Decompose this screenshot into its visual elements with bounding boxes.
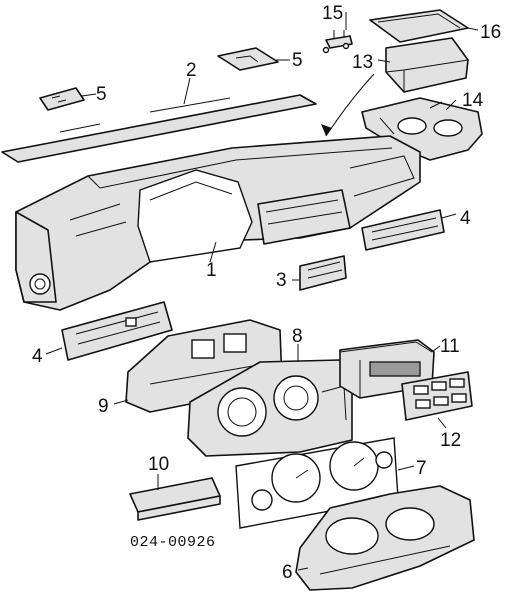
callout-4-right: 4 (460, 208, 471, 229)
callout-4-left: 4 (32, 346, 43, 367)
callout-10: 10 (148, 454, 169, 475)
callout-12: 12 (440, 430, 461, 451)
callout-7: 7 (416, 458, 427, 479)
callout-6: 6 (282, 562, 293, 583)
callout-5-left: 5 (96, 84, 107, 105)
callout-3: 3 (276, 270, 287, 291)
part-14-console-bezel (361, 97, 483, 161)
part-4-right-vent (361, 209, 445, 251)
callout-5-right: 5 (292, 50, 303, 71)
part-10-block (129, 477, 221, 521)
part-2-dash-top-panel (1, 94, 317, 163)
part-5-left-vent (39, 87, 85, 111)
callout-13: 13 (352, 52, 373, 73)
drawing-code: 024-00926 (130, 534, 216, 551)
part-15-bracket (322, 30, 353, 54)
callout-14: 14 (462, 90, 484, 111)
callout-16: 16 (480, 22, 501, 43)
part-16-cover (369, 9, 469, 43)
callout-15: 15 (322, 3, 343, 24)
callout-2: 2 (186, 60, 197, 81)
part-8-gauge-carrier (187, 359, 353, 457)
part-4-left-vent (61, 301, 173, 361)
part-13-storage-box (385, 37, 469, 93)
callout-8: 8 (292, 326, 303, 347)
part-5-right-vent (217, 47, 279, 71)
callout-9: 9 (98, 396, 109, 417)
part-12-climate-panel (401, 371, 473, 421)
part-6-lens-bezel (295, 485, 475, 591)
part-1-dashboard (15, 135, 421, 311)
part-3-center-vent (299, 255, 347, 291)
callout-1: 1 (206, 260, 217, 281)
callout-11: 11 (440, 336, 460, 357)
leader-lines (45, 12, 479, 571)
